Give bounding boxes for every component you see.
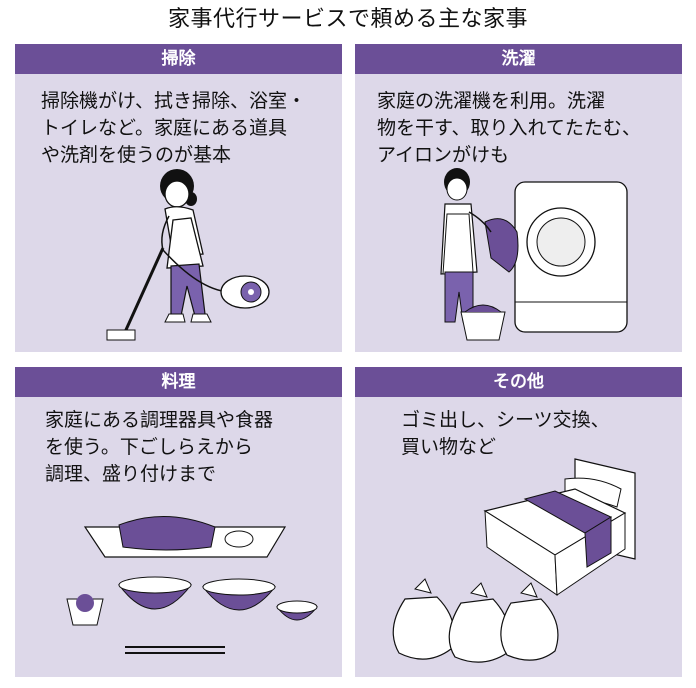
panel-text-laundry: 家庭の洗濯機を利用。洗濯 物を干す、取り入れてたたむ、 アイロンがけも — [377, 90, 641, 166]
panel-text-cooking: 家庭にある調理器具や食器 を使う。下ごしらえから 調理、盛り付けまで — [45, 409, 274, 485]
panel-text-other: ゴミ出し、シーツ交換、 買い物など — [401, 409, 610, 458]
panel-header-other: その他 — [355, 367, 682, 397]
panel-header-laundry: 洗濯 — [355, 44, 682, 74]
panel-header-cleaning: 掃除 — [15, 44, 342, 74]
panel-laundry: 洗濯 家庭の洗濯機を利用。洗濯 物を干す、取り入れてたたむ、 アイロンがけも — [355, 44, 682, 352]
panel-text-cleaning: 掃除機がけ、拭き掃除、浴室・ トイレなど。家庭にある道具 や洗剤を使うのが基本 — [41, 90, 307, 166]
panel-other: その他 ゴミ出し、シーツ交換、 買い物など — [355, 367, 682, 677]
panel-header-cooking: 料理 — [15, 367, 342, 397]
panel-cooking: 料理 家庭にある調理器具や食器 を使う。下ごしらえから 調理、盛り付けまで — [15, 367, 342, 677]
bed-and-trash-bags-icon — [392, 458, 636, 663]
panel-cleaning: 掃除 掃除機がけ、拭き掃除、浴室・ トイレなど。家庭にある道具 や洗剤を使うのが… — [15, 44, 342, 352]
person-washing-machine-icon — [440, 168, 628, 341]
person-vacuuming-icon — [106, 169, 270, 341]
meal-dishes-icon — [66, 515, 319, 654]
page-title: 家事代行サービスで頼める主な家事 — [167, 7, 528, 32]
